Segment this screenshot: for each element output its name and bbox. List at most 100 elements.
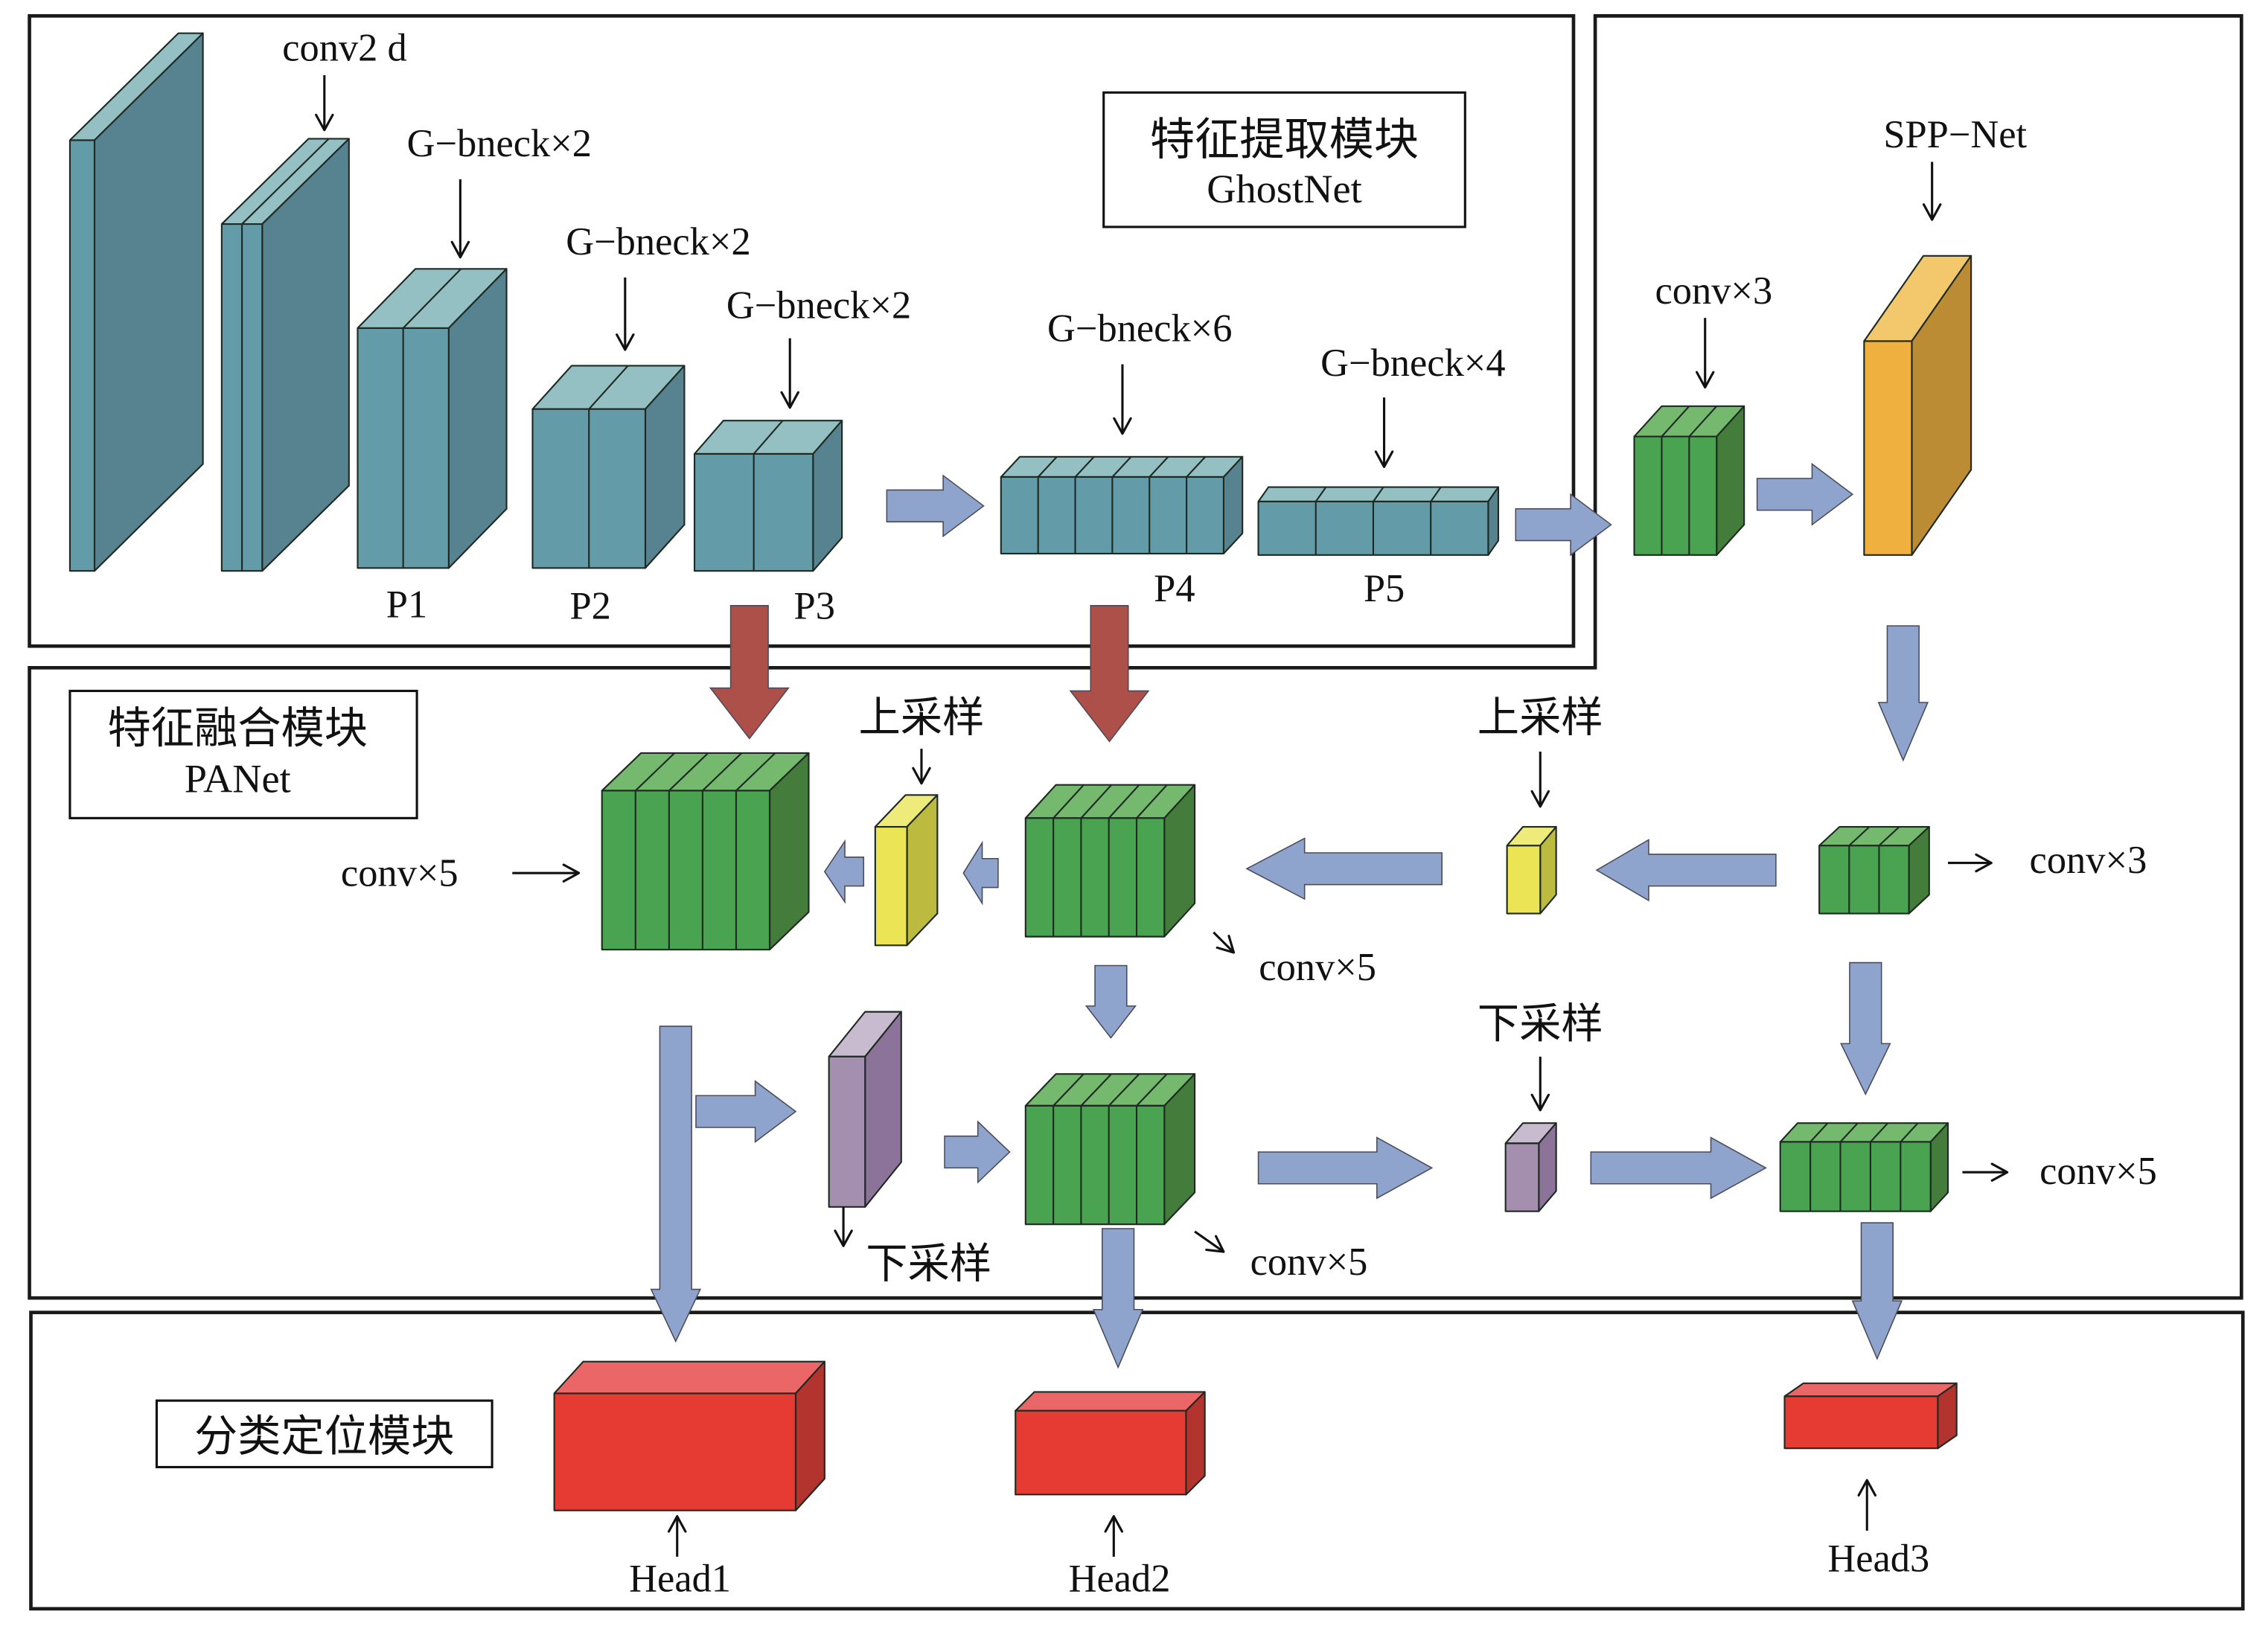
flow-arrow-left-branch <box>695 1080 797 1143</box>
fusion-mid-block-slice-divider-top <box>1108 784 1140 819</box>
pointer-conv3-right <box>1948 853 1993 873</box>
fusion-left-block-slice-divider-top <box>702 752 743 792</box>
fusion-mid-block <box>1024 784 1196 938</box>
pointer-conv2d-head <box>315 113 334 132</box>
pointer-conv5-mid-head <box>1216 935 1236 954</box>
pointer-gbneck-1-head <box>450 240 470 259</box>
fusion-bottom-mid-block <box>1024 1073 1196 1226</box>
flow-arrow-mid-to-yellow <box>962 840 999 906</box>
pointer-gbneck-1 <box>450 179 470 259</box>
downsample-left-block <box>828 1011 902 1208</box>
fusion-bottom-mid-block-front-face <box>1024 1104 1166 1226</box>
flow-arrow-right-to-head3 <box>1851 1222 1903 1360</box>
label-conv5-left: conv×5 <box>341 852 459 895</box>
p2-block-slice-divider-top <box>588 365 629 410</box>
spp-conv3-block <box>1633 405 1745 556</box>
head1-block-front-face <box>553 1392 797 1511</box>
fusion-bottom-right-block-slice-divider-top <box>1900 1122 1919 1143</box>
conv2d-block-slice-divider-top <box>241 138 330 225</box>
downsample-right-block-front-face <box>1504 1142 1540 1212</box>
flow-arrow-conv3-to-spp <box>1756 462 1854 526</box>
p5-block-slice-divider-top <box>1373 486 1384 502</box>
head2-block <box>1015 1391 1206 1496</box>
pointer-head1 <box>667 1514 687 1557</box>
fusion-bottom-right-block-slice-divider-top <box>1839 1122 1859 1143</box>
pointer-spp-conv3-head <box>1695 371 1715 389</box>
label-gbneck-1: G−bneck×2 <box>407 122 592 165</box>
label-gbneck-4: G−bneck×6 <box>1047 307 1232 350</box>
pointer-conv5-mid-shaft <box>1213 931 1235 954</box>
fusion-bottom-right-block-slice-divider-top <box>1809 1122 1829 1143</box>
p2-block <box>531 365 686 569</box>
flow-arrow-right-to-upsample <box>1595 839 1777 902</box>
input-slab <box>68 32 204 572</box>
upsample-right-block <box>1506 825 1557 915</box>
pointer-gbneck-3 <box>780 338 799 409</box>
flow-arrow-upsample-to-mid <box>1245 837 1443 900</box>
p4-block-slice-divider-top <box>1149 456 1169 478</box>
blocks-layer <box>68 32 1972 1511</box>
pointer-head3 <box>1857 1479 1876 1531</box>
pointer-gbneck-2 <box>616 277 635 351</box>
pointer-gbneck-4 <box>1113 364 1132 435</box>
spp-net-block-front-face <box>1863 340 1913 556</box>
label-head2: Head2 <box>1069 1557 1171 1600</box>
pointer-upsample-1 <box>912 749 931 785</box>
downsample-right-block <box>1504 1122 1557 1212</box>
flow-arrow-left-to-head1 <box>650 1025 702 1343</box>
head-title-cn: 分类定位模块 <box>194 1411 455 1462</box>
p4-block-slice-divider-top <box>1037 456 1058 478</box>
stage-label-p1: P1 <box>386 583 427 626</box>
fusion-bottom-right-block-slice-divider-top <box>1870 1122 1889 1143</box>
p1-block <box>357 268 508 569</box>
fusion-mid-block-slice-divider-top <box>1136 784 1168 819</box>
spp-net-block <box>1863 255 1972 556</box>
pointer-conv5-left <box>512 863 581 883</box>
fusion-mid-block-slice-divider-top <box>1080 784 1112 819</box>
flow-arrow-mid-to-purple <box>1257 1136 1434 1200</box>
conv2d-block <box>220 138 350 572</box>
p5-block-slice-divider-top <box>1315 486 1327 502</box>
label-upsample-2: 上采样 <box>1478 694 1603 742</box>
label-conv5-bottom-mid: conv×5 <box>1250 1241 1368 1284</box>
flow-arrow-mid-down <box>1085 964 1137 1039</box>
fusion-left-block-slice-divider-top <box>668 752 709 792</box>
arrows-layer <box>650 462 1929 1369</box>
fusion-mid-block-slice-divider-top <box>1052 784 1085 819</box>
flow-arrow-purple-to-right <box>1590 1136 1767 1200</box>
downsample-left-block-front-face <box>828 1055 866 1208</box>
pointer-gbneck-3-head <box>780 391 799 409</box>
head3-block-top-face <box>1783 1382 1958 1398</box>
pointer-conv5-mid <box>1213 931 1236 954</box>
pointer-upsample-2 <box>1530 752 1550 808</box>
label-gbneck-2: G−bneck×2 <box>566 220 750 263</box>
upsample-right-block-front-face <box>1506 845 1542 915</box>
fusion-bottom-mid-block-slice-divider-top <box>1136 1073 1168 1107</box>
pointer-upsample-1-head <box>912 767 931 785</box>
head2-block-front-face <box>1015 1409 1187 1496</box>
label-conv5-bottom-right: conv×5 <box>2039 1150 2157 1193</box>
flow-arrow-p3-to-p4 <box>886 474 985 538</box>
fusion-right-block-slice-divider-top <box>1878 826 1900 847</box>
spp-conv3-block-slice-divider-top <box>1688 406 1718 438</box>
flow-arrow-yellow-to-left <box>823 839 865 904</box>
stage-label-p5: P5 <box>1364 567 1405 610</box>
label-downsample-1: 下采样 <box>866 1240 991 1288</box>
fusion-title-en: PANet <box>185 756 291 801</box>
pointer-gbneck-2-head <box>616 333 635 351</box>
flow-arrow-right-down <box>1840 961 1891 1096</box>
pointer-spp-conv3 <box>1695 318 1715 389</box>
head1-block-top-face <box>553 1360 825 1395</box>
pointer-downsample-1 <box>834 1206 853 1247</box>
stage-label-p3: P3 <box>794 584 835 627</box>
spp-conv3-block-slice-divider-top <box>1661 406 1690 438</box>
pointer-upsample-2-head <box>1530 790 1550 808</box>
p4-block-slice-divider-top <box>1111 456 1132 478</box>
fusion-bottom-mid-block-slice-divider-top <box>1108 1073 1140 1107</box>
feature-arrow-p4 <box>1069 605 1150 743</box>
fusion-title-cn: 特征融合模块 <box>108 703 368 753</box>
extraction-title-cn: 特征提取模块 <box>1150 114 1419 166</box>
input-slab-front-face <box>68 139 96 572</box>
feature-arrow-p3 <box>709 605 790 740</box>
pointer-gbneck-4-head <box>1113 417 1132 435</box>
